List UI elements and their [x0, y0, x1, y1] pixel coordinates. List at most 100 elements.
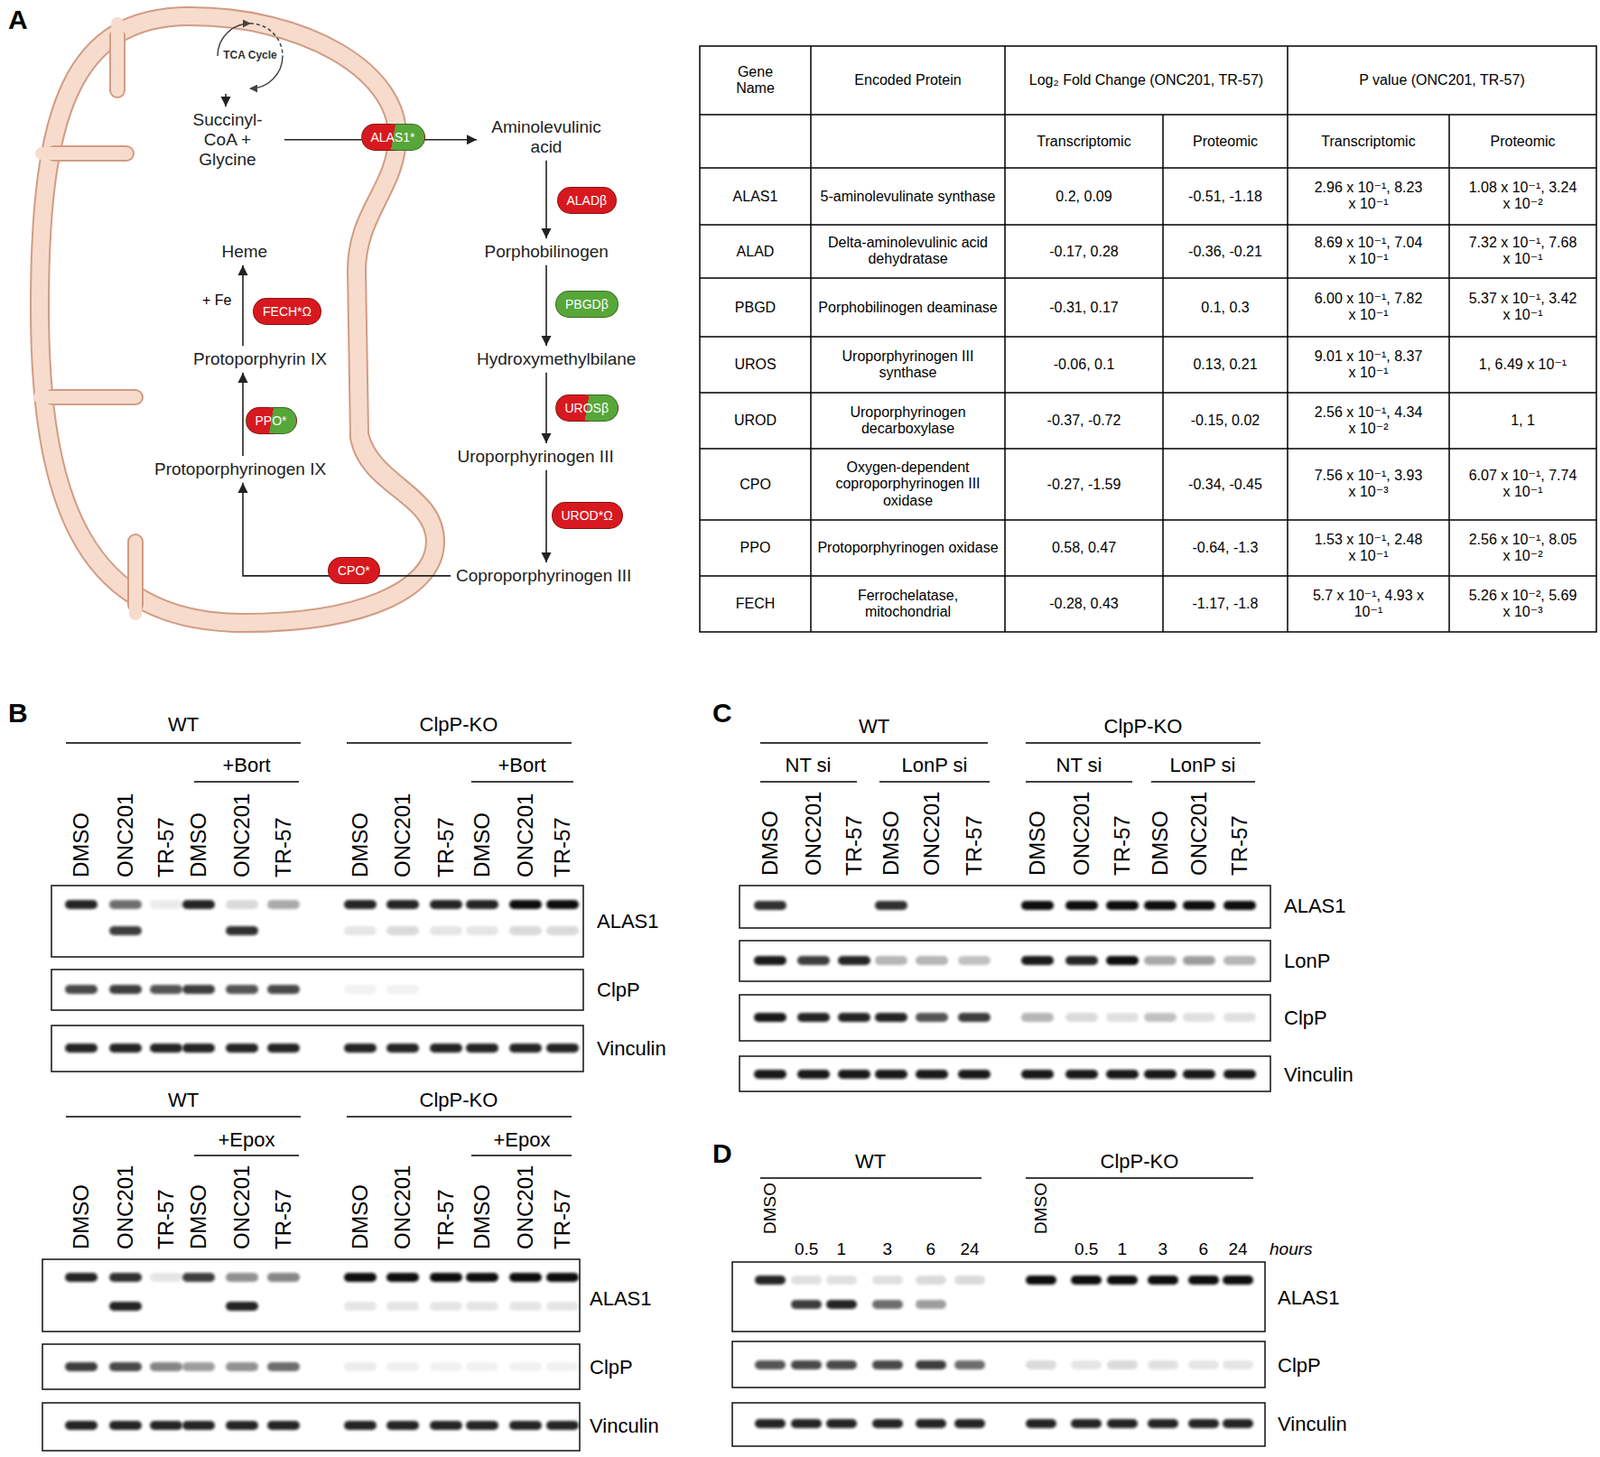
- blot-band: [429, 1421, 463, 1431]
- blot-band: [1025, 1275, 1057, 1285]
- protein-label: ALAS1: [596, 910, 660, 933]
- table-cell: UROS: [705, 356, 806, 373]
- blot-band: [915, 1275, 947, 1285]
- crista: [41, 147, 127, 160]
- blot-band: [225, 1273, 259, 1283]
- table-cell: 1, 6.49 x 10⁻¹: [1466, 356, 1580, 373]
- blot-band: [225, 900, 259, 910]
- table-cell: Oxygen-dependent coproporphyrinogen III …: [816, 459, 1000, 510]
- table-cell: Log₂ Fold Change (ONC201, TR-57): [1010, 72, 1283, 89]
- protein-label: ClpP: [1277, 1354, 1321, 1377]
- lane-label: ONC201: [229, 793, 255, 878]
- lane-label: DMSO: [186, 1184, 212, 1250]
- blot-band: [1065, 1013, 1098, 1023]
- treatment-label: +Epox: [493, 1128, 551, 1152]
- blot-band: [182, 1273, 215, 1283]
- blot-band: [1182, 1069, 1216, 1080]
- time-label: 0.5: [794, 1239, 819, 1260]
- blot-band: [386, 900, 419, 910]
- lane-label: ONC201: [390, 1165, 416, 1250]
- table-cell: 1, 1: [1466, 412, 1580, 429]
- cycle-circle: TCA Cycle: [213, 19, 287, 93]
- blot-band: [1147, 1275, 1179, 1285]
- blot-band: [182, 985, 215, 995]
- time-label: 0.5: [1074, 1239, 1098, 1260]
- time-label: 24: [960, 1239, 980, 1260]
- table-cell: -1.17, -1.8: [1168, 595, 1283, 613]
- blot-band: [826, 1419, 857, 1429]
- blot-band: [1106, 1419, 1138, 1429]
- metabolite-box: Protoporphyrin IX: [189, 347, 331, 372]
- blot-band: [109, 1043, 142, 1053]
- blot-band: [509, 900, 542, 910]
- blot-band: [465, 1043, 499, 1053]
- blot-band: [386, 1273, 419, 1283]
- blot-band: [915, 1360, 947, 1370]
- blot-band: [182, 900, 215, 910]
- metabolite-box: Coproporphyrinogen III: [452, 564, 635, 588]
- blot-band: [1147, 1419, 1179, 1429]
- table-cell: Delta-aminolevulinic acid dehydratase: [816, 234, 1000, 269]
- blot-band: [874, 901, 908, 911]
- enzyme-name: UROSβ: [565, 400, 610, 416]
- table-cell: -0.51, -1.18: [1168, 188, 1283, 205]
- table-cell: -0.34, -0.45: [1168, 476, 1283, 494]
- table-cell: UROD: [705, 412, 806, 429]
- pathway-arrow: [241, 372, 244, 456]
- blot-band: [149, 1421, 183, 1431]
- table-cell: 7.56 x 10⁻¹, 3.93 x 10⁻³: [1311, 467, 1425, 502]
- blot-band: [1106, 901, 1139, 911]
- protein-label: Vinculin: [589, 1414, 660, 1438]
- time-label: 24: [1228, 1239, 1248, 1260]
- group-label: ClpP-KO: [419, 713, 499, 736]
- blot-band: [874, 1069, 908, 1080]
- protein-label: ClpP: [589, 1356, 633, 1379]
- table-cell: Uroporphyrinogen III synthase: [816, 348, 1000, 382]
- table-cell: 1.53 x 10⁻¹, 2.48 x 10⁻¹: [1311, 531, 1425, 566]
- table-cell: 0.2, 0.09: [1010, 188, 1158, 205]
- blot-band: [1182, 901, 1216, 911]
- lane-label: ONC201: [112, 1165, 139, 1250]
- blot-band: [344, 926, 377, 936]
- treatment-label: +Bort: [223, 753, 271, 777]
- table-cell: 7.32 x 10⁻¹, 7.68 x 10⁻¹: [1466, 234, 1580, 269]
- blot-band: [344, 1302, 377, 1312]
- lane-label: DMSO: [347, 1184, 373, 1250]
- table-border: [699, 46, 1597, 633]
- blot-frame: [51, 885, 584, 958]
- blot-band: [826, 1300, 857, 1310]
- table-cell: 5-aminolevulinate synthase: [816, 188, 1000, 205]
- blot-band: [872, 1360, 903, 1370]
- metabolite-name: Succinyl-CoA + Glycine: [176, 110, 280, 170]
- blot-band: [65, 1362, 98, 1372]
- blot-band: [109, 1421, 142, 1431]
- metabolite-name: Uroporphyrinogen III: [457, 446, 614, 467]
- time-label: 6: [1199, 1239, 1210, 1260]
- blot-band: [429, 1043, 463, 1053]
- blot-band: [1223, 1069, 1256, 1080]
- blot-frame: [42, 1344, 580, 1390]
- group-label: WT: [167, 713, 199, 736]
- lane-label: DMSO: [1031, 1182, 1052, 1235]
- crista: [39, 390, 136, 404]
- blot-band: [182, 1421, 215, 1431]
- blot-band: [225, 1362, 259, 1372]
- cycle-name: TCA Cycle: [223, 49, 278, 62]
- blot-band: [1222, 1419, 1254, 1429]
- blot-band: [1065, 901, 1098, 911]
- blot-band: [509, 926, 542, 936]
- lane-label: DMSO: [878, 810, 904, 876]
- group-label: WT: [167, 1088, 199, 1112]
- blot-band: [837, 956, 871, 966]
- blot-band: [267, 1362, 300, 1372]
- table-cell: ALAS1: [705, 188, 806, 205]
- blot-band: [149, 1362, 183, 1372]
- metabolite-box: Hydroxymethylbilane: [473, 347, 640, 372]
- blot-band: [429, 926, 463, 936]
- blot-frame: [732, 1341, 1266, 1388]
- metabolite-name: Aminolevulinic acid: [482, 117, 611, 158]
- blot-frame: [51, 969, 584, 1011]
- lane-label: DMSO: [1024, 810, 1051, 876]
- blot-frame: [739, 995, 1271, 1042]
